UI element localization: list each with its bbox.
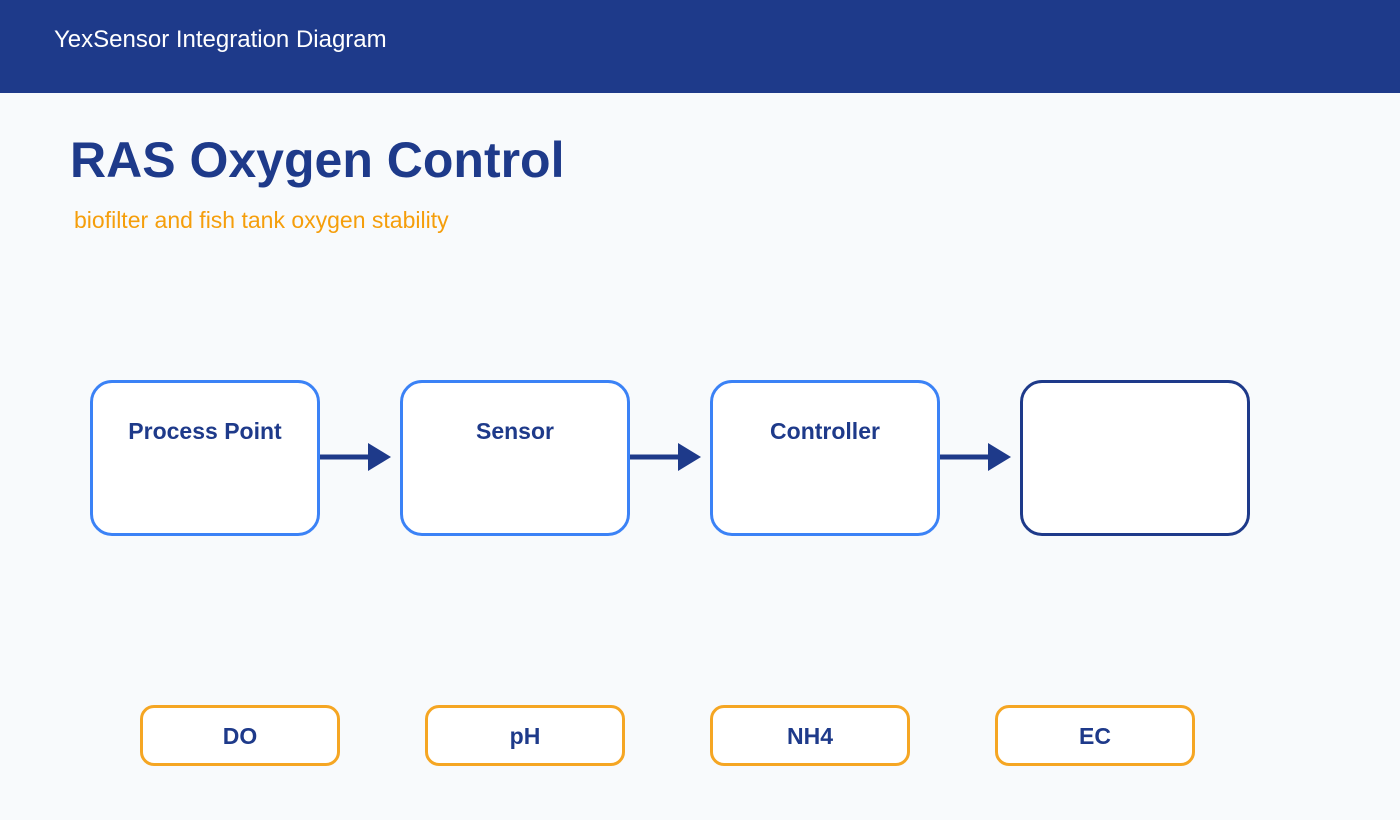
header-title: YexSensor Integration Diagram [54,26,387,53]
flow-node-label: Controller [770,418,880,444]
parameter-tag-nh4: NH4 [710,705,910,766]
flow-node-label: Sensor [476,418,554,444]
page-title: RAS Oxygen Control [70,132,565,188]
flow-node-label: Process Point [128,418,282,444]
parameter-tag-label: NH4 [786,723,833,749]
parameter-tag-label: EC [1079,723,1111,749]
parameter-tag-ph: pH [425,705,625,766]
flow-node-output [1020,380,1250,536]
page-subtitle: biofilter and fish tank oxygen stability [74,207,449,233]
flow-arrow-3 [940,443,1011,471]
flow-node-controller: Controller [710,380,940,536]
parameter-tag-label: pH [509,723,541,749]
flow-arrow-2 [630,443,701,471]
parameter-tag-do: DO [140,705,340,766]
parameter-tag-ec: EC [995,705,1195,766]
header-bar: YexSensor Integration Diagram [0,0,1400,93]
parameter-tag-label: DO [222,723,258,749]
flow-arrow-1 [320,443,391,471]
flow-node-process-point: Process Point [90,380,320,536]
flow-node-sensor: Sensor [400,380,630,536]
